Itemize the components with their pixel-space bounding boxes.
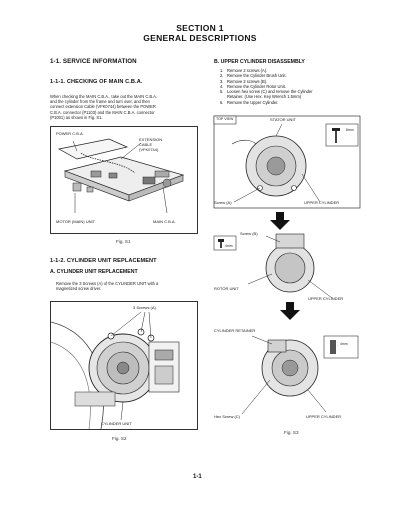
a-paragraph-line: magnetized screw driver. xyxy=(56,286,102,292)
step-item: 3.Remove 2 screws (B). xyxy=(220,78,268,84)
heading-cylinder-unit-replacement: 1-1-2. CYLINDER UNIT REPLACEMENT xyxy=(50,258,157,264)
main-cba-drawing xyxy=(57,138,185,214)
label-cylinder-retainer: CYLINDER RETAINER xyxy=(214,328,256,333)
dim-8mm: 8mm xyxy=(346,128,354,132)
check-paragraph-line: connect extension Cable (VFK0744) betwee… xyxy=(50,104,156,110)
step-item: Retainer. (Use Hex. Key Wrench 1.5mm) xyxy=(227,94,302,100)
label-motor-unit: MOTOR (MAIN) UNIT xyxy=(56,219,96,224)
step-item: 1.Remove 2 screws (A). xyxy=(220,68,268,73)
label-upper-cylinder: UPPER CYLINDER xyxy=(306,414,342,419)
caption-fig-s3: Fig. S3 xyxy=(284,430,299,435)
label-extension-cable: CABLE xyxy=(139,142,153,147)
label-main-cba: MAIN C.B.A. xyxy=(153,219,176,224)
label-screw-b: Screw (B) xyxy=(240,231,258,236)
cylinder-unit-drawing xyxy=(51,311,180,429)
section-number: SECTION 1 xyxy=(176,23,224,33)
label-top-view: TOP VIEW xyxy=(216,117,234,121)
figure-s1: POWER C.B.A. EXTENSION CABLE (VFK0744) M… xyxy=(50,126,198,234)
heading-upper-cylinder-disassembly: B. UPPER CYLINDER DISASSEMBLY xyxy=(214,59,305,65)
check-paragraph-line: (P1001) as shown in Fig. S1. xyxy=(50,114,103,120)
label-stator-unit: STATOR UNIT xyxy=(270,117,296,122)
check-paragraph: When checking the MAIN C.B.A., take out … xyxy=(50,94,198,120)
step-item: 6.Remove the Upper Cylinder. xyxy=(220,99,279,105)
label-cylinder-unit: CYLINDER UNIT xyxy=(101,421,132,426)
page-title: GENERAL DESCRIPTIONS xyxy=(143,33,257,43)
heading-service-information: 1-1. SERVICE INFORMATION xyxy=(50,58,137,65)
label-extension-cable: EXTENSION xyxy=(139,137,163,142)
label-upper-cylinder: UPPER CYLINDER xyxy=(304,200,340,205)
step-item: 5.Loosen hex screw (C) and remove the Cy… xyxy=(220,89,313,95)
label-rotor-unit: ROTOR UNIT xyxy=(214,286,239,291)
step-item: 4.Remove the Cylinder Rotor Unit. xyxy=(220,83,286,89)
step-item: 2.Remove the Cylinder Brush Unit. xyxy=(220,73,287,79)
heading-checking-main-cba: 1-1-1. CHECKING OF MAIN C.B.A. xyxy=(50,79,143,85)
label-3-screws-a: 3 Screws (A) xyxy=(133,305,156,310)
figure-s2: 3 Screws (A) CYLINDER UNIT xyxy=(50,301,198,430)
label-hex-screw-c: Hex Screw (C) xyxy=(214,414,241,419)
upper-cylinder-drawing xyxy=(213,115,361,415)
label-upper-cylinder: UPPER CYLINDER xyxy=(308,296,344,301)
dim-4mm: 4mm xyxy=(340,342,348,346)
a-paragraph: Remove the 3 Screws (A) of the CYLINDER … xyxy=(56,281,198,291)
label-power-cba: POWER C.B.A. xyxy=(56,131,84,136)
caption-fig-s1: Fig. S1 xyxy=(116,239,131,244)
caption-fig-s2: Fig. S2 xyxy=(112,436,127,441)
page-number: 1-1 xyxy=(193,474,202,480)
heading-cylinder-replacement-a: A. CYLINDER UNIT REPLACEMENT xyxy=(50,269,138,275)
label-extension-cable: (VFK0744) xyxy=(139,147,159,152)
label-screw-a: Screw (A) xyxy=(214,200,232,205)
dim-4mm: 4mm xyxy=(225,244,233,248)
check-paragraph-line: and the cylinder from the frame and turn… xyxy=(50,99,150,105)
a-paragraph-line: Remove the 3 Screws (A) of the CYLINDER … xyxy=(56,281,159,286)
figure-s3: TOP VIEW STATOR UNIT Screw (A) UPPER CYL… xyxy=(212,114,362,426)
check-paragraph-line: C.B.A. connector (P1103) and the MAIN C.… xyxy=(50,109,155,115)
disassembly-steps: 1.Remove 2 screws (A). 2.Remove the Cyli… xyxy=(220,68,380,105)
check-paragraph-line: When checking the MAIN C.B.A., take out … xyxy=(50,94,158,99)
